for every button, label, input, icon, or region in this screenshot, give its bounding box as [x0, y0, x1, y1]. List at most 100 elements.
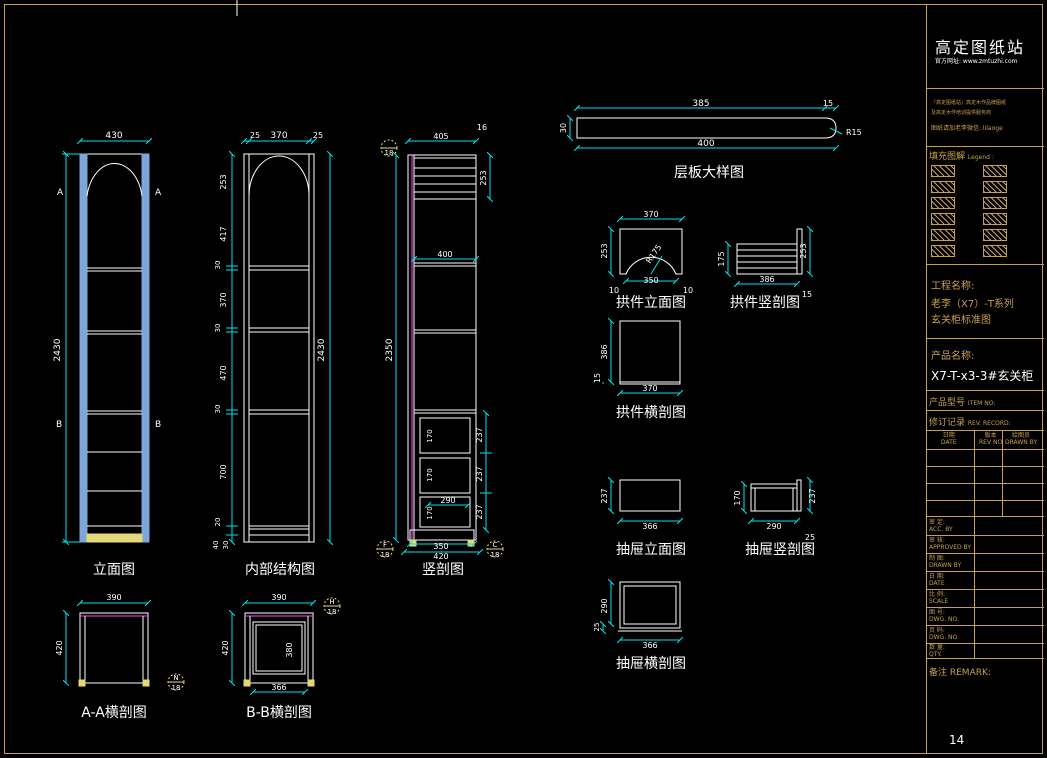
- remark-cell: 备注 REMARK: 14: [927, 658, 1044, 754]
- front-elevation: [79, 153, 150, 543]
- svg-text:H: H: [329, 598, 334, 606]
- title-vertical-section: 竖剖图: [422, 562, 464, 578]
- right-panel: [141, 153, 150, 543]
- dim-archh-w: 370: [642, 384, 657, 393]
- dim-dr-h-w: 366: [642, 641, 657, 650]
- dim-int-height: 2430: [317, 338, 327, 361]
- drawer-vert-dims: [744, 480, 810, 521]
- dim-vs-drawer3: 170: [426, 506, 434, 519]
- date-en: DATE: [929, 580, 945, 587]
- project-line-2: 玄关柜标准图: [931, 315, 991, 326]
- signoff-table: 审 定: ACC. BY 审 核: APPROVED BY 制 图: DRAWN…: [927, 516, 1044, 659]
- dim-int-side-right: 25: [313, 131, 323, 140]
- dim-dr-v-total: 237: [808, 488, 817, 503]
- dim-int-h3: 30: [214, 261, 222, 270]
- dim-vs-height: 2350: [385, 338, 395, 361]
- dim-shelf-len: 385: [692, 99, 709, 109]
- dim-vs-d1: 237: [475, 427, 484, 442]
- dim-bb-inner-d: 380: [285, 642, 294, 657]
- legend-swatch: [931, 165, 955, 177]
- rev-en: REV. RECORD:: [967, 420, 1011, 427]
- dim-aa-depth: 420: [55, 640, 64, 655]
- dim-dr-h-front: 25: [593, 623, 601, 632]
- legend-swatch: [983, 181, 1007, 193]
- dim-dr-elev-h: 237: [600, 488, 609, 503]
- front-dims: [62, 141, 149, 542]
- remark-label: 备注 REMARK:: [929, 668, 991, 678]
- section-marker-n: N 18: [167, 673, 185, 692]
- dim-int-h11: 30: [222, 541, 230, 550]
- svg-text:18: 18: [381, 551, 390, 559]
- title-front-elevation: 立面图: [93, 562, 135, 578]
- company-name: 高定图纸站: [935, 38, 1026, 57]
- dim-int-side-left: 25: [250, 131, 260, 140]
- dim-bb-depth: 420: [221, 640, 230, 655]
- rev-col-rev-en: REV NO: [979, 439, 1003, 446]
- arch-elev-dims: [611, 219, 682, 281]
- legend-swatch: [931, 213, 955, 225]
- notice-cell: 『高定图纸站』高定木作品牌图纸 及高定木作培训提供服务商 图纸请加老李微信: l…: [927, 88, 1044, 146]
- rev-col-date-en: DATE: [941, 439, 957, 446]
- title-drawer-vertical: 抽屉竖剖图: [745, 542, 815, 558]
- dim-arch-inner: 350: [643, 276, 658, 285]
- dim-vs-drawer2: 170: [426, 468, 434, 481]
- rev-label: 修订记录: [929, 418, 966, 428]
- qty-cn: 数 量:: [929, 644, 945, 651]
- date-cn: 日 期:: [929, 573, 945, 580]
- project-label: 工程名称:: [931, 281, 975, 292]
- section-bb: [243, 612, 315, 687]
- dim-int-width: 370: [270, 131, 287, 141]
- dim-vs-d2: 237: [475, 466, 484, 481]
- title-block: 高定图纸站 官方网址: www.zmtuzhi.com 『高定图纸站』高定木作品…: [926, 4, 1044, 754]
- acc-en: ACC. BY: [929, 526, 953, 533]
- rev-col-date-cn: 日期: [942, 432, 955, 439]
- scale-cn: 比 例:: [929, 591, 945, 598]
- vertical-section: [407, 154, 477, 547]
- svg-text:18: 18: [328, 608, 337, 616]
- dim-archv-h: 175: [717, 251, 726, 266]
- section-marker-h: H 18: [323, 597, 341, 616]
- legend-swatch: [931, 229, 955, 241]
- dim-dr-h-d: 290: [600, 598, 609, 613]
- page-en: DWG. NO.: [929, 634, 959, 641]
- dim-shelf-total: 400: [697, 139, 714, 149]
- dim-vs-drawer1: 170: [426, 429, 434, 442]
- drawn-en: DRAWN BY: [929, 562, 962, 569]
- drawer-elevation: [619, 479, 681, 512]
- notice-line-1: 『高定图纸站』高定木作品牌图纸: [931, 100, 1007, 106]
- project-line-1: 老李（X7）-T系列: [931, 299, 1014, 310]
- shelf-detail: [576, 117, 837, 139]
- svg-text:N: N: [173, 674, 178, 682]
- product-label: 产品名称:: [931, 351, 975, 362]
- title-shelf-detail: 层板大样图: [674, 165, 744, 181]
- dwgno-cn: 图 号:: [929, 609, 945, 616]
- title-drawer-elevation: 抽屉立面图: [616, 542, 686, 558]
- title-arch-horizontal: 拱件横剖图: [616, 405, 686, 421]
- section-marker-e: 18: [380, 139, 398, 157]
- title-arch-vertical: 拱件竖剖图: [730, 295, 800, 311]
- drawn-cn: 制 图:: [929, 555, 945, 562]
- drawer-horizontal: [618, 581, 682, 632]
- dim-bb-width: 390: [271, 593, 286, 602]
- dim-archh-h: 386: [600, 344, 609, 359]
- dim-int-h10: 40: [212, 541, 220, 550]
- legend-title: 填充图解: [929, 152, 966, 162]
- dim-bb-inner-w: 366: [271, 683, 286, 692]
- bb-dims: [232, 603, 313, 692]
- dim-int-h1: 253: [219, 174, 228, 189]
- notice-line-3: 图纸请加老李微信: lilaoge: [931, 125, 1003, 132]
- rev-col-drawn-cn: 绘图员: [1012, 432, 1031, 439]
- drawer-vertical: [750, 479, 802, 512]
- dwgno-en: DWG. NO.: [929, 616, 959, 623]
- dim-int-h5: 30: [214, 324, 222, 333]
- dim-vs-depth: 405: [433, 132, 448, 141]
- item-label: 产品型号: [929, 398, 966, 408]
- left-panel: [79, 153, 88, 543]
- dim-vs-d3: 237: [475, 504, 484, 519]
- dim-shelf-thk: 30: [559, 123, 568, 133]
- internal-structure: [243, 153, 315, 543]
- dim-int-h6: 470: [219, 365, 228, 380]
- legend-swatch: [983, 165, 1007, 177]
- marker-a-right: A: [155, 188, 162, 198]
